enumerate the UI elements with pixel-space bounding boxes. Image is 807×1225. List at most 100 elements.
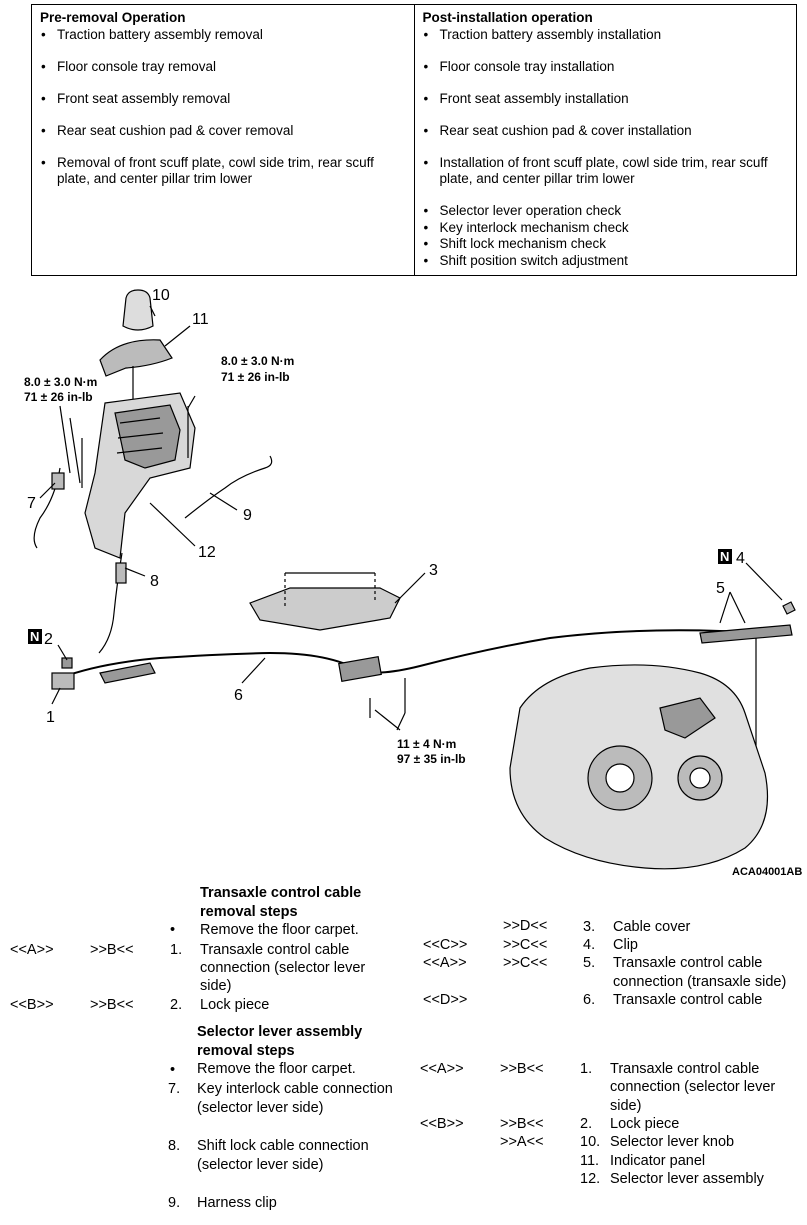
n-mark: N [720,549,729,564]
list-item: Removal of front scuff plate, cowl side … [40,155,406,188]
torque-label: 71 ± 26 in-lb [221,370,290,384]
step-text: Cable cover [613,919,691,935]
step-number: 9. [168,1195,181,1211]
step-number: 1. [170,942,183,958]
step-text: (selector lever side) [197,1100,324,1116]
step-number: 1. [580,1061,593,1077]
post-installation-column: Post-installation operation Traction bat… [415,5,797,275]
step-text: (selector lever side) [197,1157,324,1173]
control-cable-shape [59,628,791,679]
step-number: 8. [168,1138,181,1154]
step-number: 5. [583,955,596,971]
step-text: Transaxle control cable [200,942,350,958]
callout: 1 [46,709,55,726]
bullet: • [170,922,176,938]
cable-steps-title: removal steps [200,904,298,920]
ref-removal: <<A>> [423,955,467,971]
list-item: Floor console tray removal [40,59,406,76]
step-text: Lock piece [610,1116,680,1132]
operations-table: Pre-removal Operation Traction battery a… [31,4,797,276]
ref-removal: <<D>> [423,992,468,1008]
selector-knob-shape [122,289,154,331]
list-item: Floor console tray installation [423,59,789,76]
step-text: Transaxle control cable [610,1061,760,1077]
step-text: Clip [613,937,638,953]
pre-removal-title: Pre-removal Operation [40,10,186,25]
step-number: 12. [580,1171,601,1187]
callout: 7 [27,495,36,512]
list-item: Rear seat cushion pad & cover removal [40,123,406,140]
selector-steps-title: removal steps [197,1043,295,1059]
selector-steps-title: Selector lever assembly [197,1024,363,1040]
step-text: side) [200,978,232,994]
step-text: Transaxle control cable [613,955,763,971]
ref-installation: >>C<< [503,937,548,953]
callout: 2 [44,631,53,648]
callout: 3 [429,562,438,579]
step-text: Harness clip [197,1195,277,1211]
list-item: Rear seat cushion pad & cover installati… [423,123,789,140]
step-text: Selector lever assembly [610,1171,764,1187]
ref-installation: >>B<< [90,997,134,1013]
list-item: Shift lock mechanism check [423,236,789,253]
bullet: • [170,1062,176,1078]
callout: 11 [192,311,209,328]
ref-removal: <<A>> [10,942,54,958]
step-text: side) [610,1098,642,1114]
callout: 12 [198,544,216,561]
step-number: 10. [580,1134,601,1150]
list-item: Selector lever operation check [423,203,789,220]
torque-label: 11 ± 4 N·m [397,737,456,751]
pre-removal-column: Pre-removal Operation Traction battery a… [32,5,415,275]
step-number: 7. [168,1081,181,1097]
step-text: Lock piece [200,997,270,1013]
list-item: Front seat assembly removal [40,91,406,108]
list-item: Installation of front scuff plate, cowl … [423,155,789,188]
step-text: connection (transaxle side) [613,974,787,990]
ref-installation: >>D<< [503,918,548,934]
list-item: Traction battery assembly installation [423,27,789,44]
step-text: Indicator panel [610,1153,706,1169]
step-number: 6. [583,992,596,1008]
list-item: Front seat assembly installation [423,91,789,108]
step-text: Remove the floor carpet. [197,1061,356,1077]
callout: 6 [234,687,243,704]
post-installation-list: Traction battery assembly installation F… [423,27,789,270]
ref-installation: >>B<< [500,1116,544,1132]
callout: 4 [736,550,745,567]
torque-label: 8.0 ± 3.0 N·m [24,375,97,389]
ref-removal: <<C>> [423,937,468,953]
ref-installation: >>B<< [500,1061,544,1077]
cable-steps-title: Transaxle control cable [200,885,362,901]
ref-removal: <<B>> [420,1116,464,1132]
exploded-diagram: N N 10 11 7 9 12 8 3 4 5 2 6 1 8.0 ± 3.0… [24,287,802,878]
ref-installation: >>C<< [503,955,548,971]
callout: 5 [716,580,725,597]
torque-label: 97 ± 35 in-lb [397,752,466,766]
step-text: Remove the floor carpet. [200,922,359,938]
ref-installation: >>A<< [500,1134,544,1150]
list-item: Shift position switch adjustment [423,253,789,270]
torque-label: 71 ± 26 in-lb [24,390,93,404]
callout: 9 [243,507,252,524]
step-text: Selector lever knob [610,1134,735,1150]
step-text: Shift lock cable connection [197,1138,369,1154]
figure-code: ACA04001AB [732,866,802,878]
callout: 10 [152,287,170,304]
ref-installation: >>B<< [90,942,134,958]
step-text: connection (selector lever [610,1079,776,1095]
cable-cover-shape [249,587,401,631]
step-number: 2. [580,1116,593,1132]
step-number: 2. [170,997,183,1013]
torque-label: 8.0 ± 3.0 N·m [221,354,294,368]
list-item: Traction battery assembly removal [40,27,406,44]
post-installation-title: Post-installation operation [422,10,593,25]
n-mark: N [30,629,39,644]
ref-removal: <<A>> [420,1061,464,1077]
step-text: Key interlock cable connection [197,1081,393,1097]
step-text: Transaxle control cable [613,992,763,1008]
step-number: 11. [580,1153,600,1169]
step-number: 4. [583,937,596,953]
list-item: Key interlock mechanism check [423,220,789,237]
pre-removal-list: Traction battery assembly removal Floor … [40,27,406,188]
